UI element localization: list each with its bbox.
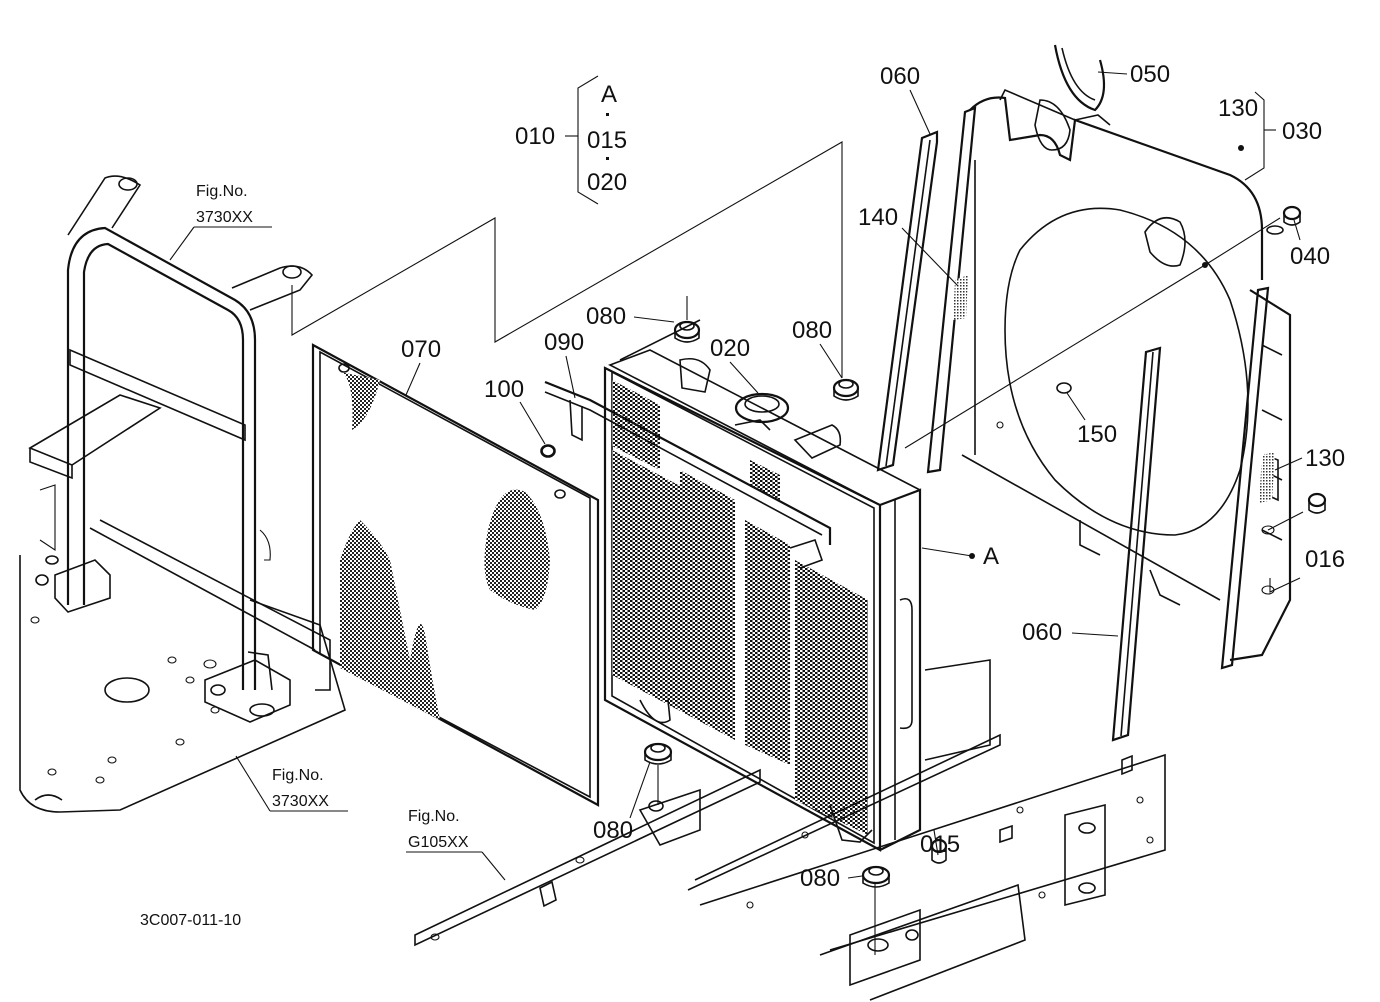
- callout-140: 140: [858, 204, 959, 287]
- callout-130-side-label: 130: [1305, 445, 1345, 472]
- callout-040-label: 040: [1290, 243, 1330, 270]
- radiator-assembly-A: [541, 319, 922, 852]
- callout-140-label: 140: [858, 204, 898, 231]
- rubber-mount-080-top-right: [832, 378, 860, 401]
- seal-strip-130-side: [1220, 286, 1275, 670]
- callout-100: 100: [484, 376, 546, 445]
- callout-080-a: 080: [586, 296, 688, 330]
- callout-040: 040: [904, 217, 1330, 449]
- callout-060-top-label: 060: [880, 63, 920, 90]
- clip-050: [1053, 44, 1106, 112]
- callout-090: 090: [544, 329, 584, 399]
- callout-050: 050: [1097, 61, 1170, 88]
- fig-ref-frame: Fig.No. G105XX: [406, 808, 506, 881]
- grommet-040: [1282, 205, 1302, 226]
- callout-016-label: 016: [1305, 546, 1345, 573]
- bolt-100: [540, 444, 556, 458]
- fig-ref-top-number: 3730XX: [196, 209, 253, 226]
- plug-150: [1056, 382, 1072, 394]
- rubber-mount-080-top-left: [673, 320, 701, 343]
- group-bracket-010: 010 A 015 020: [515, 75, 627, 205]
- group-030-label: 030: [1282, 118, 1322, 145]
- callout-020-label: 020: [710, 335, 750, 362]
- grommet-016: [1307, 492, 1327, 514]
- callout-050-label: 050: [1130, 61, 1170, 88]
- seal-strip-140: [926, 106, 977, 474]
- callout-080-a-label: 080: [586, 303, 626, 330]
- drawing-code: 3C007-011-10: [140, 912, 241, 929]
- callout-060-top: 060: [880, 63, 931, 135]
- callout-080-d: 080: [800, 865, 863, 892]
- fan-shroud-030: [961, 88, 1292, 662]
- callout-015-label: 015: [920, 831, 960, 858]
- machine-frame-drawing: [414, 659, 1166, 1001]
- group-member-015: 015: [587, 127, 627, 154]
- fig-ref-frame-title: Fig.No.: [408, 808, 460, 825]
- insect-screen-070: [311, 343, 600, 807]
- fig-ref-bottom: Fig.No. 3730XX: [235, 755, 348, 812]
- callout-100-label: 100: [484, 376, 524, 403]
- callout-080-c: 080: [593, 761, 659, 844]
- callout-060-bot: 060: [1022, 619, 1119, 646]
- seal-strip-060-bottom: [1111, 346, 1162, 742]
- drain-plug-015: [930, 838, 948, 864]
- group-member-A: A: [601, 81, 617, 108]
- callout-015: 015: [920, 829, 960, 858]
- callout-080-b-label: 080: [792, 317, 832, 344]
- callout-130-side: 130: [1274, 445, 1345, 472]
- callout-070-label: 070: [401, 336, 441, 363]
- fig-ref-top: Fig.No. 3730XX: [169, 183, 272, 261]
- fig-ref-bottom-title: Fig.No.: [272, 767, 324, 784]
- callout-080-d-label: 080: [800, 865, 840, 892]
- callout-080-b: 080: [792, 317, 843, 379]
- fig-ref-top-title: Fig.No.: [196, 183, 248, 200]
- fig-ref-bottom-number: 3730XX: [272, 793, 329, 810]
- callout-A: A: [921, 543, 999, 570]
- callout-060-bot-label: 060: [1022, 619, 1062, 646]
- group-130-label: 130: [1218, 95, 1258, 122]
- callout-150: 150: [1066, 392, 1117, 448]
- fig-ref-frame-number: G105XX: [408, 834, 469, 851]
- callout-080-c-label: 080: [593, 817, 633, 844]
- group-member-020: 020: [587, 169, 627, 196]
- callout-070: 070: [401, 336, 441, 396]
- rubber-mount-080-bottom-right: [861, 865, 891, 888]
- guard-frame-drawing: [19, 175, 346, 813]
- callout-090-label: 090: [544, 329, 584, 356]
- group-bracket-030: 130 030: [1218, 91, 1322, 181]
- assembly-guide-line: [291, 141, 843, 378]
- callout-016: 016: [1267, 511, 1345, 593]
- rubber-mount-080-bottom-left: [643, 742, 673, 765]
- callout-A-label: A: [983, 543, 999, 570]
- callout-020: 020: [710, 335, 759, 394]
- group-010-label: 010: [515, 123, 555, 150]
- seal-strip-060-top: [876, 130, 939, 472]
- callout-150-label: 150: [1077, 421, 1117, 448]
